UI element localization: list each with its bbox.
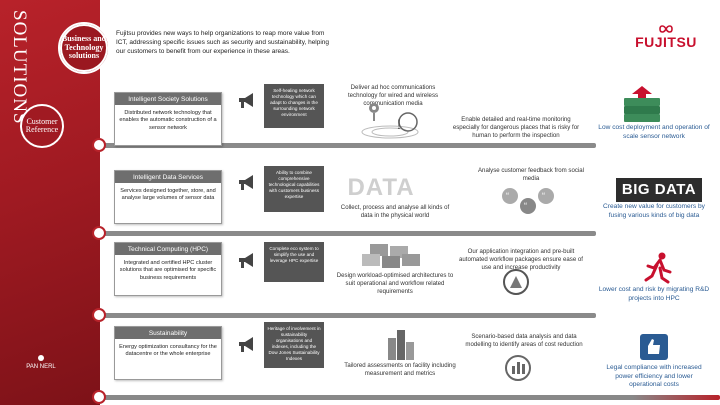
row-2-benefit: Create new value for customers by fusing…	[603, 203, 705, 219]
row-3-caption-b: Our application integration and pre-buil…	[459, 248, 583, 271]
box-body: Integrated and certified HPC cluster sol…	[119, 260, 217, 281]
box-title: Technical Computing (HPC)	[115, 243, 221, 255]
row-3-timeline	[96, 313, 596, 318]
row-1-caption-b: Enable detailed and real-time monitoring…	[452, 116, 580, 139]
box-body: Services designed together, store, and a…	[120, 188, 216, 202]
customer-reference-circle[interactable]: Customer Reference	[20, 104, 64, 148]
row-4-card: Heritage of involvement in sustainabilit…	[264, 322, 324, 368]
megaphone-icon	[239, 253, 253, 268]
bottom-brand: PAN NERL	[26, 355, 56, 371]
box-body: Energy optimization consultancy for the …	[119, 344, 217, 358]
big-data-graphic: BIG DATA	[616, 178, 702, 202]
touch-workflow-icon	[503, 269, 529, 295]
bottom-brand-text: PAN NERL	[26, 364, 56, 370]
megaphone-icon	[239, 175, 253, 190]
row-4-timeline	[96, 395, 720, 400]
row-4-node	[92, 390, 106, 404]
running-person-icon	[644, 252, 672, 284]
solutions-vertical-title: SOLUTIONS	[9, 10, 30, 125]
intro-text: Fujitsu provides new ways to help organi…	[116, 30, 330, 55]
data-graphic: DATA	[347, 174, 415, 201]
row-1-node	[92, 138, 106, 152]
row-3-card: Complete eco system to simplify the use …	[264, 242, 324, 282]
intelligent-data-box[interactable]: Intelligent Data Services Services desig…	[114, 170, 222, 224]
svg-text:“: “	[506, 191, 509, 201]
row-2-node	[92, 226, 106, 240]
row-4-caption-a: Tailored assessments on facility includi…	[344, 362, 456, 377]
row-4-benefit: Legal compliance with increased power ef…	[606, 364, 702, 389]
sustainability-box[interactable]: Sustainability Energy optimization consu…	[114, 326, 222, 380]
box-body: Distributed network technology that enab…	[119, 110, 217, 131]
row-3-node	[92, 308, 106, 322]
row-3-benefit: Lower cost and risk by migrating R&D pro…	[598, 286, 710, 302]
server-cluster-icon	[362, 244, 420, 268]
brand-dot-icon	[38, 355, 44, 361]
data-analysis-icon	[505, 355, 531, 381]
row-3-caption-a: Design workload-optimised architectures …	[336, 272, 454, 295]
box-title: Sustainability	[115, 327, 221, 339]
intelligent-society-box[interactable]: Intelligent Society Solutions Distribute…	[114, 92, 222, 146]
money-stack-icon	[624, 86, 660, 122]
row-1-benefit: Low cost deployment and operation of sca…	[598, 124, 710, 140]
sensor-camera-icon	[361, 103, 419, 139]
svg-text:“: “	[524, 201, 527, 211]
row-2-caption-b: Analyse customer feedback from social me…	[477, 167, 584, 182]
social-feedback-icon: “ “ “	[502, 188, 554, 214]
row-4-caption-b: Scenario-based data analysis and data mo…	[465, 333, 583, 348]
svg-text:“: “	[542, 191, 545, 201]
alert-mark: !	[397, 116, 401, 132]
infinity-logo-icon	[659, 25, 673, 33]
box-title: Intelligent Society Solutions	[115, 93, 221, 105]
thumbs-up-icon	[640, 334, 668, 360]
row-1-timeline	[96, 143, 596, 148]
megaphone-icon	[239, 337, 253, 352]
business-technology-circle[interactable]: Business and Technology solutions	[58, 22, 110, 74]
row-2-card: Ability to combine comprehensive technol…	[264, 166, 324, 212]
box-title: Intelligent Data Services	[115, 171, 221, 183]
row-2-caption-a: Collect, process and analyse all kinds o…	[340, 204, 450, 219]
technical-computing-box[interactable]: Technical Computing (HPC) Integrated and…	[114, 242, 222, 296]
row-1-caption-a: Deliver ad hoc communications technology…	[347, 84, 439, 107]
row-2-timeline	[96, 231, 596, 236]
row-1-card: Self-healing network technology which ca…	[264, 84, 324, 128]
megaphone-icon	[239, 93, 253, 108]
fujitsu-logo: FUJITSU	[628, 24, 704, 50]
logo-text: FUJITSU	[635, 34, 697, 50]
facility-building-icon	[388, 330, 414, 360]
